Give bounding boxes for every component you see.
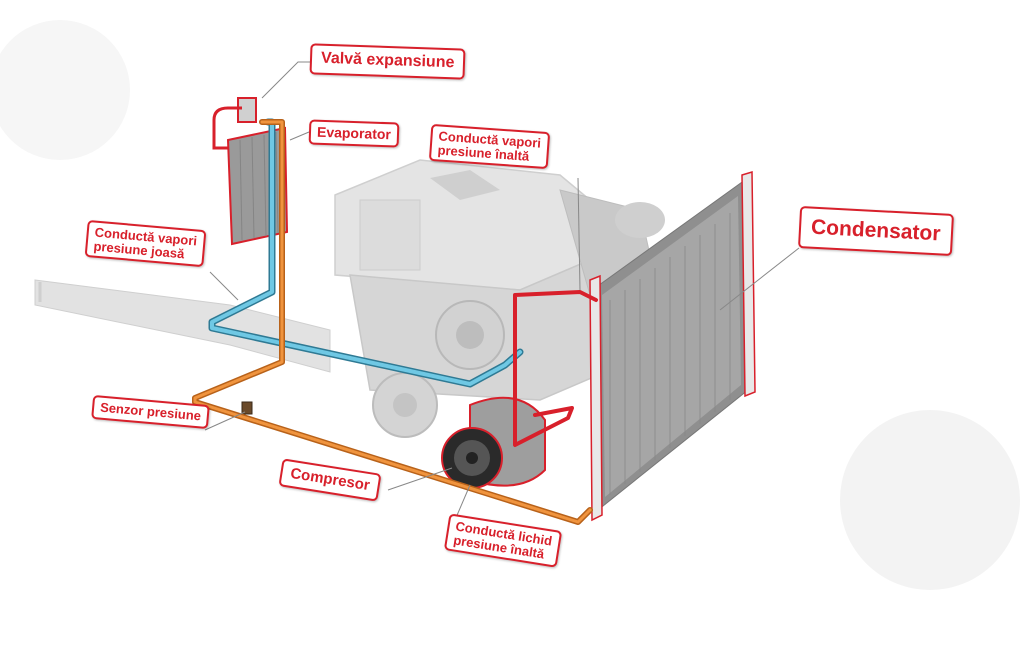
label-expansion-valve-text: Valvă expansiune <box>320 49 455 72</box>
label-condenser: Condensator <box>798 206 954 257</box>
evaporator <box>226 126 289 246</box>
compressor <box>441 396 546 489</box>
label-evaporator: Evaporator <box>308 119 400 148</box>
condenser <box>589 170 756 522</box>
drive-shaft <box>34 279 331 373</box>
label-evaporator-text: Evaporator <box>316 123 392 143</box>
high-pressure-vapor-line <box>513 290 598 447</box>
label-condenser-text: Condensator <box>810 215 942 246</box>
expansion-valve <box>212 97 257 150</box>
background <box>0 20 1020 590</box>
label-expansion-valve: Valvă expansiune <box>309 43 466 80</box>
pressure-sensor <box>241 401 253 415</box>
label-pressure-sensor-text: Senzor presiune <box>99 399 202 424</box>
